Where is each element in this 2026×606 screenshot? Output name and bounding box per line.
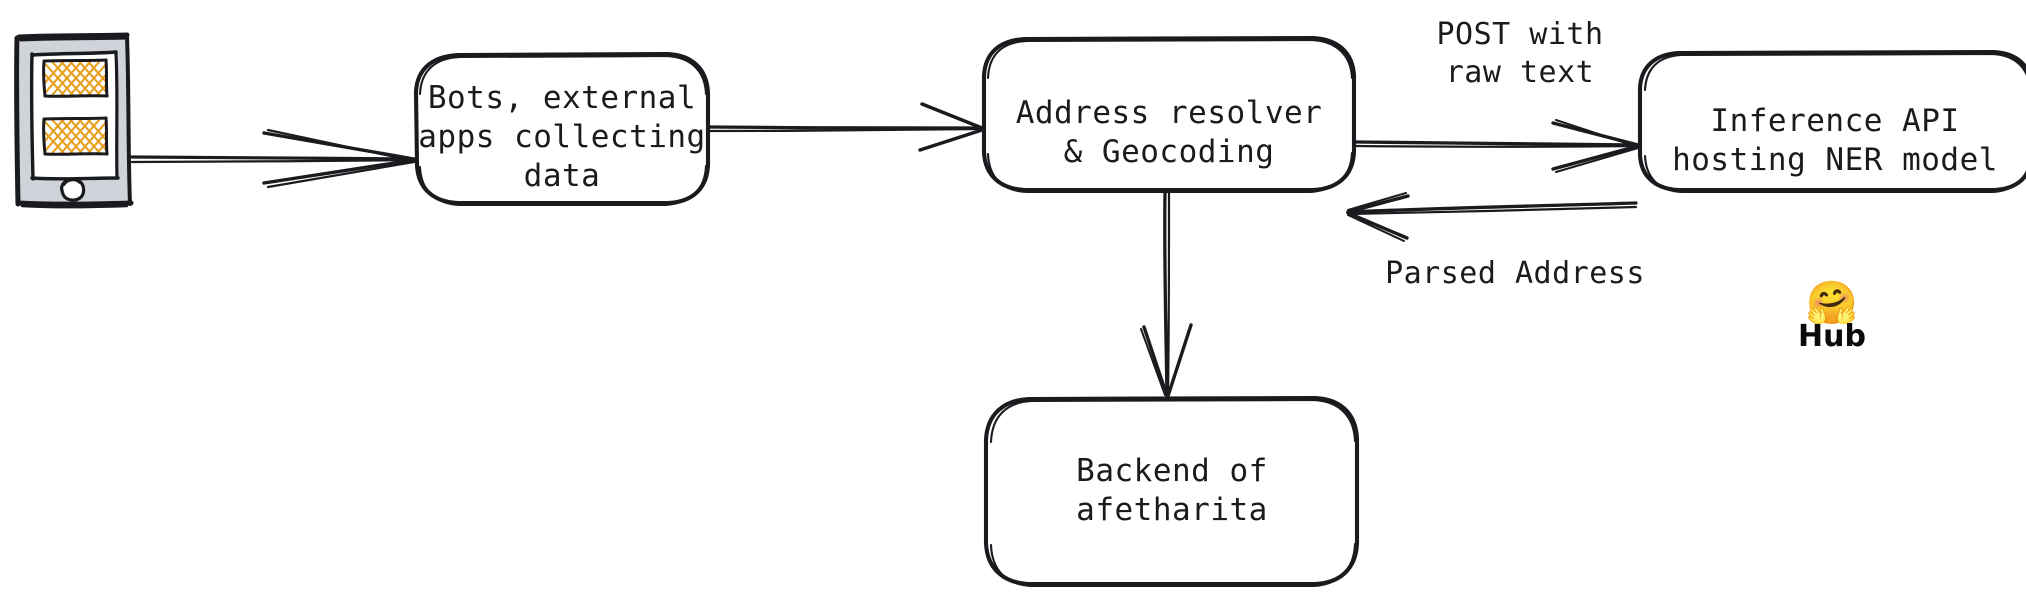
edge-resolver-to-inference [1354, 119, 1640, 173]
device-home-button-icon [59, 177, 86, 202]
node-address-resolver[interactable] [981, 35, 1357, 194]
node-inference-api[interactable] [1637, 49, 2026, 194]
node-backend-afetharita[interactable] [983, 395, 1360, 588]
hub-label: Hub [1798, 319, 1866, 354]
mobile-device-icon [14, 32, 134, 209]
edge-label-parsed-address: Parsed Address [1385, 256, 1645, 291]
edge-resolver-to-backend [1140, 191, 1193, 398]
node-bots-external-apps[interactable] [413, 51, 711, 207]
edge-bots-to-resolver [708, 102, 984, 152]
device-content-block-1 [44, 62, 107, 96]
device-content-block-2 [44, 120, 107, 154]
edge-inference-to-resolver [1346, 192, 1638, 242]
edge-device-to-bots [130, 128, 416, 189]
huggingface-hub-logo: 🤗 Hub [1762, 282, 1902, 352]
edge-label-post-with-raw-text: POST with raw text [1436, 17, 1604, 90]
hugging-face-icon: 🤗 [1805, 278, 1859, 327]
